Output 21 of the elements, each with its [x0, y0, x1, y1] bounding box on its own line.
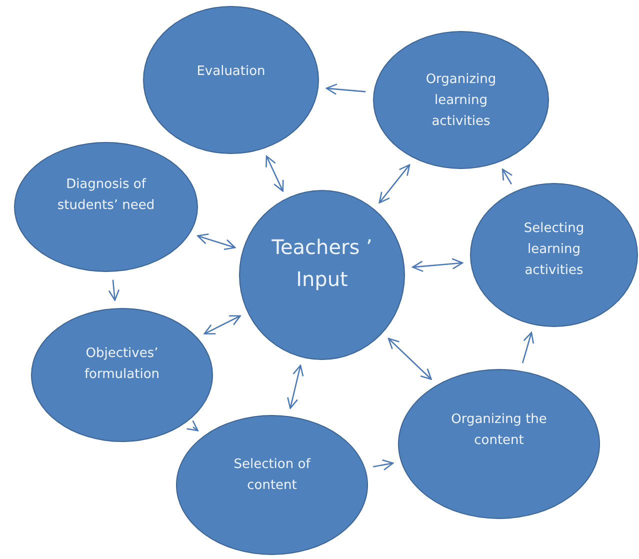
- node-label: Diagnosis of students’ need: [56, 176, 156, 215]
- arrow: [204, 315, 241, 334]
- node-label: Evaluation: [196, 63, 266, 81]
- node-label: Selecting learning activities: [522, 220, 586, 280]
- node-label: Selection of content: [232, 456, 312, 495]
- arrow: [378, 164, 410, 204]
- node-label: Objectives’ formulation: [83, 345, 161, 384]
- node-label: Organizing learning activities: [424, 71, 498, 131]
- arrow: [266, 155, 284, 192]
- arrow: [388, 338, 432, 380]
- node-label: Organizing the content: [450, 411, 548, 450]
- arrow: [108, 280, 120, 301]
- arrow: [372, 459, 394, 470]
- arrow: [287, 364, 304, 409]
- arrow: [197, 233, 236, 250]
- arrow: [412, 258, 464, 272]
- arrow: [502, 168, 513, 184]
- arrow: [326, 84, 366, 95]
- node-label: Teachers ’ Input: [270, 234, 374, 293]
- arrow: [186, 420, 198, 432]
- arrow: [522, 332, 534, 364]
